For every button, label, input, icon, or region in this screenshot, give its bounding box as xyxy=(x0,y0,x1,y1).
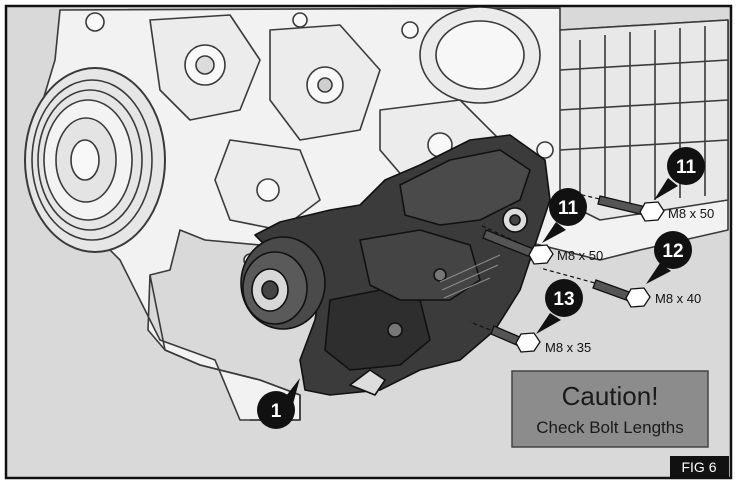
svg-text:1: 1 xyxy=(271,401,282,422)
bolt-m8x50-mid xyxy=(482,229,554,265)
svg-text:FIG 6: FIG 6 xyxy=(681,459,716,475)
caution-message: Check Bolt Lengths xyxy=(536,418,683,437)
figure-frame xyxy=(4,4,733,480)
callout-11-top: 11 xyxy=(654,147,705,200)
bolt-label-m8x50-top: M8 x 50 xyxy=(668,206,714,221)
callout-13: 13 xyxy=(536,279,583,334)
callout-1: 1 xyxy=(257,378,300,429)
bolt-label-m8x40: M8 x 40 xyxy=(655,291,701,306)
figure-label: FIG 6 xyxy=(670,456,729,478)
engine-block-illustration xyxy=(24,6,729,421)
svg-text:11: 11 xyxy=(558,198,579,219)
bolt-label-m8x35: M8 x 35 xyxy=(545,340,591,355)
caution-title: Caution! xyxy=(562,381,659,411)
bracket-embossed-marking xyxy=(439,254,501,299)
bolt-label-m8x50-mid: M8 x 50 xyxy=(557,248,603,263)
bolt-m8x40 xyxy=(592,279,651,308)
svg-text:13: 13 xyxy=(553,289,574,310)
callout-11-mid: 11 xyxy=(542,188,587,243)
svg-text:12: 12 xyxy=(662,241,683,262)
bolt-m8x35 xyxy=(490,325,541,353)
svg-text:11: 11 xyxy=(676,157,697,178)
bolt-m8x50-top xyxy=(597,195,665,222)
tensioner-bracket xyxy=(240,134,551,396)
caution-box: Caution! Check Bolt Lengths xyxy=(511,370,709,448)
callout-12: 12 xyxy=(646,231,692,284)
